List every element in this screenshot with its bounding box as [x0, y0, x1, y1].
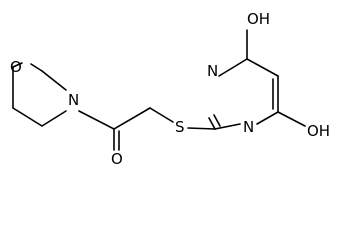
bond-c6-oh	[277, 111, 306, 127]
structure-canvas: O N O S N N OH OH	[10, 10, 330, 168]
bond-n-carbonyl	[78, 110, 115, 130]
bond-n-top-c4	[218, 58, 248, 77]
atom-morpholine-nitrogen: N	[68, 91, 79, 109]
bond-c-ch2	[113, 107, 151, 130]
bond-morph-5	[30, 63, 43, 72]
bond-s-c2	[187, 127, 216, 130]
atom-labels: O N O S N N OH OH	[10, 10, 330, 168]
atom-hydroxyl-top: OH	[247, 10, 270, 28]
atom-ring-nitrogen-top: N	[207, 62, 218, 80]
bond-morph-4	[41, 70, 67, 91]
bond-c2-n-top	[208, 117, 216, 130]
bond-morph-3	[41, 110, 67, 127]
bonds	[12, 29, 306, 151]
atom-sulfur: S	[175, 118, 185, 136]
bond-morph-2	[12, 107, 43, 127]
atom-morpholine-oxygen: O	[10, 58, 22, 76]
bond-ch2-s	[149, 107, 174, 123]
bond-n-bottom-c2	[214, 123, 241, 130]
bond-c2-n-top-double	[213, 114, 221, 127]
bond-c6-n-bottom	[256, 111, 279, 125]
atom-ring-nitrogen-bottom: N	[243, 118, 254, 136]
bond-morph-6	[12, 62, 23, 68]
bond-c4-c5	[246, 58, 279, 77]
molecule-structure: O N O S N N OH OH	[10, 10, 330, 168]
atom-carbonyl-oxygen: O	[111, 150, 123, 168]
atom-hydroxyl-bottom: OH	[307, 122, 330, 140]
